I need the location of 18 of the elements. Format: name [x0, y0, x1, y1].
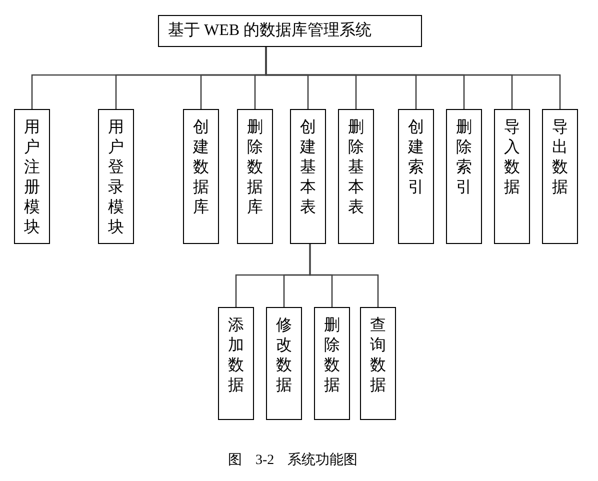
- caption: 图 3-2 系统功能图: [228, 451, 358, 469]
- function-box: 删除数据: [314, 307, 350, 420]
- function-box: 导入数据: [494, 109, 530, 244]
- function-box: 添加数据: [218, 307, 254, 420]
- function-box: 删除数据库: [237, 109, 273, 244]
- system-box: 基于 WEB 的数据库管理系统: [158, 15, 422, 47]
- function-box: 用户注册模块: [14, 109, 50, 244]
- function-box: 删除基本表: [338, 109, 374, 244]
- function-box: 用户登录模块: [98, 109, 134, 244]
- connector-line: [265, 47, 561, 109]
- function-box: 删除索引: [446, 109, 482, 244]
- function-box: 创建索引: [398, 109, 434, 244]
- function-box: 查询数据: [360, 307, 396, 420]
- function-box: 导出数据: [542, 109, 578, 244]
- function-box: 创建数据库: [183, 109, 219, 244]
- connector-line: [309, 244, 379, 307]
- function-box: 修改数据: [266, 307, 302, 420]
- function-box: 创建基本表: [290, 109, 326, 244]
